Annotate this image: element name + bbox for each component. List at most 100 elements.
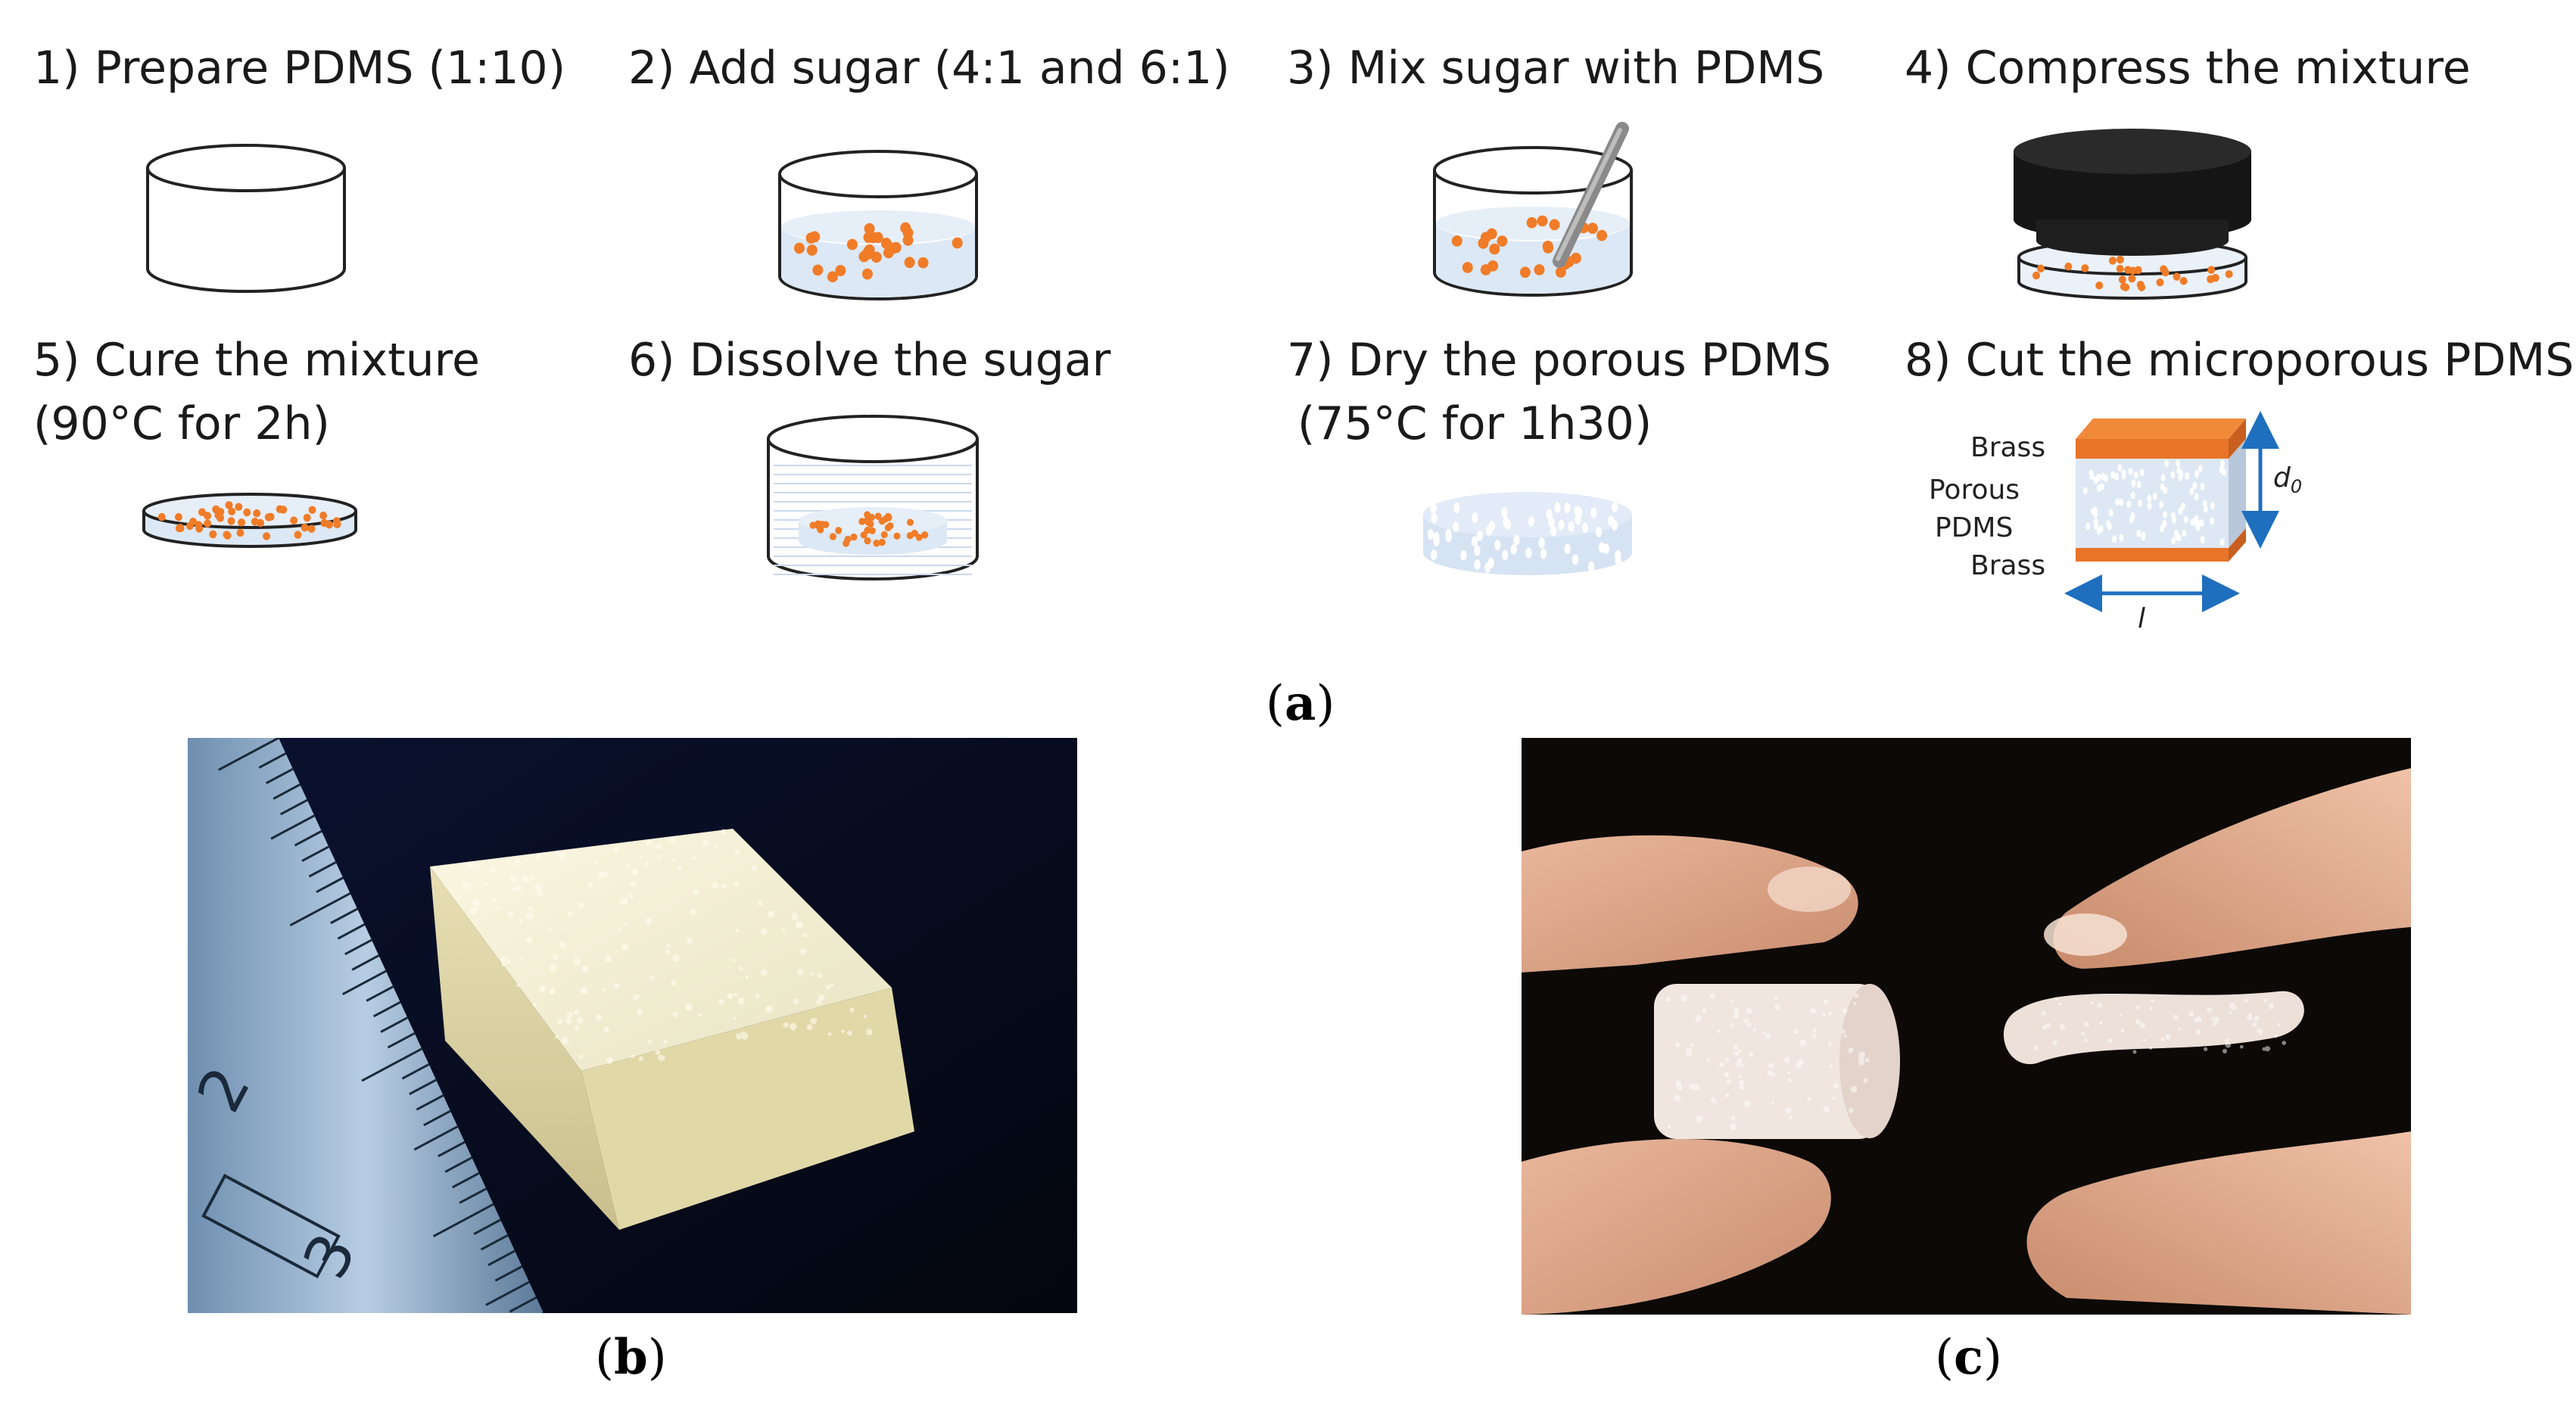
sponge-grain <box>733 1016 737 1020</box>
ruler-tick <box>473 1218 501 1235</box>
pore <box>2114 472 2120 481</box>
sample-grain <box>1828 1041 1832 1046</box>
sponge-grain <box>781 929 786 932</box>
sponge-grain <box>739 966 743 971</box>
sample-grain <box>1821 1013 1826 1017</box>
sample-grain <box>2042 1025 2048 1030</box>
ruler-tick <box>487 1250 516 1266</box>
sample-grain <box>2225 1038 2229 1044</box>
sample-grain <box>2135 1019 2141 1025</box>
sample-grain <box>1719 1062 1725 1067</box>
pore <box>1476 530 1484 541</box>
pore <box>1598 542 1606 553</box>
pore <box>2089 469 2094 478</box>
sample-grain <box>1765 1033 1771 1039</box>
sponge-grain <box>557 1019 563 1025</box>
pore <box>1538 537 1545 549</box>
sugar-particle <box>2156 278 2164 287</box>
sponge-grain <box>594 860 599 865</box>
ruler-tick <box>432 1203 494 1237</box>
sugar-particle <box>266 512 275 521</box>
pore <box>2210 517 2215 525</box>
sample-grain <box>2269 1006 2273 1010</box>
sample-grain <box>1832 1096 1836 1100</box>
sponge-grain <box>672 857 676 861</box>
ruler-tick <box>361 1047 422 1082</box>
sample-grain <box>1843 1034 1847 1038</box>
ruler-tick <box>316 876 344 893</box>
sponge-grain <box>663 1039 668 1044</box>
sponge-grain <box>655 1050 661 1056</box>
sponge-grain <box>549 964 557 972</box>
sugar-particle <box>307 524 316 533</box>
sample-grain <box>1850 1085 1858 1093</box>
sample-grain <box>1848 1047 1854 1053</box>
sample-grain <box>1737 1058 1743 1064</box>
sugar-particle <box>236 528 245 537</box>
sugar-particle <box>253 509 261 518</box>
sponge-grain <box>802 932 808 938</box>
sponge-grain <box>846 1030 852 1036</box>
ruler-tick <box>258 752 287 769</box>
porous-disc-icon <box>1423 492 1632 575</box>
sugar-particle <box>2173 272 2181 281</box>
sample-grain <box>1799 1039 1807 1047</box>
sample-grain <box>1842 1008 1848 1014</box>
sugar-particle <box>809 231 821 243</box>
sample-grain <box>1829 1064 1833 1068</box>
sample-grain <box>2213 1020 2218 1026</box>
sample-grain <box>1674 1042 1680 1047</box>
sugar-particle <box>2108 257 2117 265</box>
pore <box>2131 479 2136 487</box>
sample-grain <box>1730 999 1734 1004</box>
sample-grain <box>2120 1028 2125 1033</box>
sponge-grain <box>655 843 662 849</box>
sugar-particle <box>890 241 902 254</box>
sponge-grain <box>734 992 738 997</box>
pore <box>1595 527 1603 538</box>
pore <box>2194 515 2199 523</box>
ruler-tick <box>401 1063 430 1080</box>
sugar-particle <box>198 508 206 516</box>
sugar-particle <box>1587 223 1598 234</box>
sample-grain <box>1668 1125 1671 1129</box>
sample-grain <box>1858 1059 1865 1066</box>
sugar-particle <box>952 237 963 249</box>
pore <box>1564 543 1571 555</box>
sponge-grain <box>489 867 497 874</box>
sponge-grain <box>721 829 727 835</box>
sponge-grain <box>789 1022 797 1031</box>
sample-grain <box>1677 1085 1683 1091</box>
sponge-grain <box>566 1011 574 1019</box>
sponge-grain <box>630 880 637 887</box>
sugar-particle <box>223 531 231 539</box>
ruler-tick <box>270 814 316 840</box>
sample-grain <box>2033 1045 2039 1051</box>
sample-grain <box>2046 1022 2051 1029</box>
sample-grain <box>2083 1038 2088 1043</box>
sponge-grain <box>587 882 593 888</box>
pore <box>2202 499 2207 508</box>
brass-bottom-label: Brass <box>1970 550 2046 581</box>
ruler-tick <box>413 1125 459 1151</box>
sugar-particle <box>871 251 882 263</box>
sugar-particle <box>2138 283 2146 291</box>
sample-grain <box>1828 1011 1833 1016</box>
sponge-grain <box>621 897 629 904</box>
ruler-tick <box>380 1016 408 1033</box>
pore <box>1471 536 1478 547</box>
sponge-grain <box>795 921 803 929</box>
pore <box>2219 538 2225 546</box>
panel-c-label: (c) <box>1935 1329 2002 1386</box>
sugar-particle <box>2128 274 2136 283</box>
pore <box>2126 500 2132 509</box>
sugar-particle <box>2116 264 2124 273</box>
sponge-grain <box>466 861 474 869</box>
sample-grain <box>2225 1042 2232 1048</box>
photo-fingers-holding-samples <box>1522 738 2411 1315</box>
sample-grain <box>2084 1021 2090 1028</box>
step-3-label: 3) Mix sugar with PDMS <box>1287 42 1825 95</box>
sample-grain <box>1724 1093 1730 1098</box>
pore <box>2210 502 2215 510</box>
sponge-grain <box>734 881 739 886</box>
